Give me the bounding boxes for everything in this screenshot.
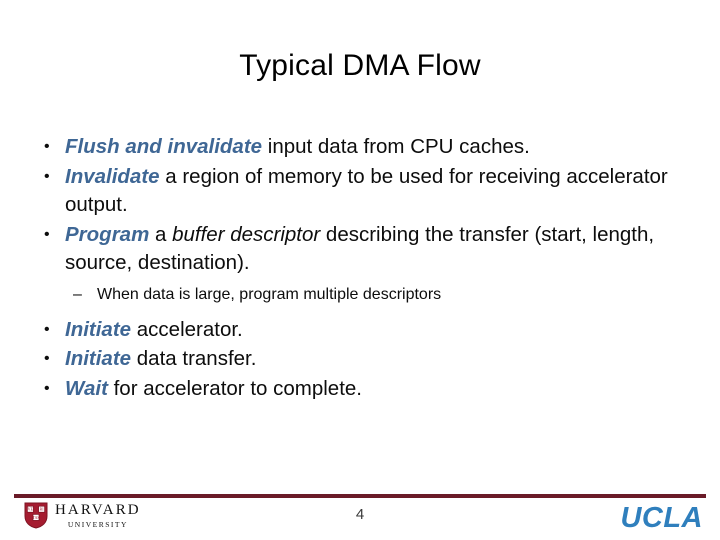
bullet-keyword: Initiate (65, 317, 132, 341)
bullet-text: data transfer. (131, 347, 257, 370)
harvard-shield-icon: VE RI TAS (24, 502, 48, 529)
footer-divider (14, 494, 706, 498)
page-number: 4 (355, 506, 365, 523)
bullet-keyword: Flush and invalidate (65, 135, 263, 158)
harvard-subtitle: UNIVERSITY (67, 519, 128, 529)
bullet-keyword: Program (65, 222, 150, 246)
bullet-text: a region of memory to be used for receiv… (65, 164, 668, 217)
list-item: • Initiate accelerator. (30, 316, 690, 345)
bullet-marker-icon: • (44, 225, 50, 243)
svg-text:RI: RI (40, 507, 45, 512)
bullet-emphasis-term: buffer descriptor (172, 222, 321, 246)
bullet-text: for accelerator to complete. (107, 376, 362, 400)
bullet-text: describing the transfer (start, length, … (65, 222, 655, 275)
bullet-marker-icon: • (44, 320, 50, 338)
list-item: • Flush and invalidate input data from CP… (30, 133, 690, 162)
list-item: • Invalidate a region of memory to be use… (30, 163, 690, 220)
slide-footer: VE RI TAS HARVARD UNIVERSITY 4 UCLA (0, 498, 720, 540)
ucla-logo: UCLA (620, 502, 703, 534)
bullet-text: input data from CPU caches. (262, 135, 530, 158)
sub-bullet-list: –When data is large, program multiple de… (65, 283, 690, 306)
svg-text:TAS: TAS (33, 516, 40, 520)
slide-body: • Flush and invalidate input data from CP… (30, 133, 690, 404)
bullet-text-mid: a (149, 222, 173, 246)
bullet-text: accelerator. (131, 317, 243, 341)
bullet-marker-icon: • (44, 138, 50, 155)
bullet-marker-icon: • (44, 350, 50, 367)
list-item: • Initiate data transfer. (30, 345, 690, 374)
sub-bullet-text: When data is large, program multiple des… (97, 285, 442, 303)
sub-bullet-marker-icon: – (73, 285, 82, 303)
sub-list-item: –When data is large, program multiple de… (65, 283, 690, 306)
harvard-wordmark: HARVARD UNIVERSITY (55, 501, 141, 529)
bullet-keyword: Invalidate (65, 164, 160, 188)
bullet-marker-icon: • (44, 379, 50, 397)
page-title: Typical DMA Flow (239, 49, 481, 82)
list-item: • Program a buffer descriptor describing … (30, 221, 690, 306)
harvard-name: HARVARD (55, 501, 141, 518)
bullet-marker-icon: • (44, 167, 50, 185)
bullet-keyword: Wait (65, 376, 108, 400)
bullet-keyword: Initiate (65, 347, 132, 370)
harvard-logo: VE RI TAS HARVARD UNIVERSITY (24, 502, 141, 529)
svg-text:VE: VE (28, 507, 34, 512)
list-item: • Wait for accelerator to complete. (30, 375, 690, 404)
bullet-list: • Flush and invalidate input data from CP… (30, 133, 690, 403)
